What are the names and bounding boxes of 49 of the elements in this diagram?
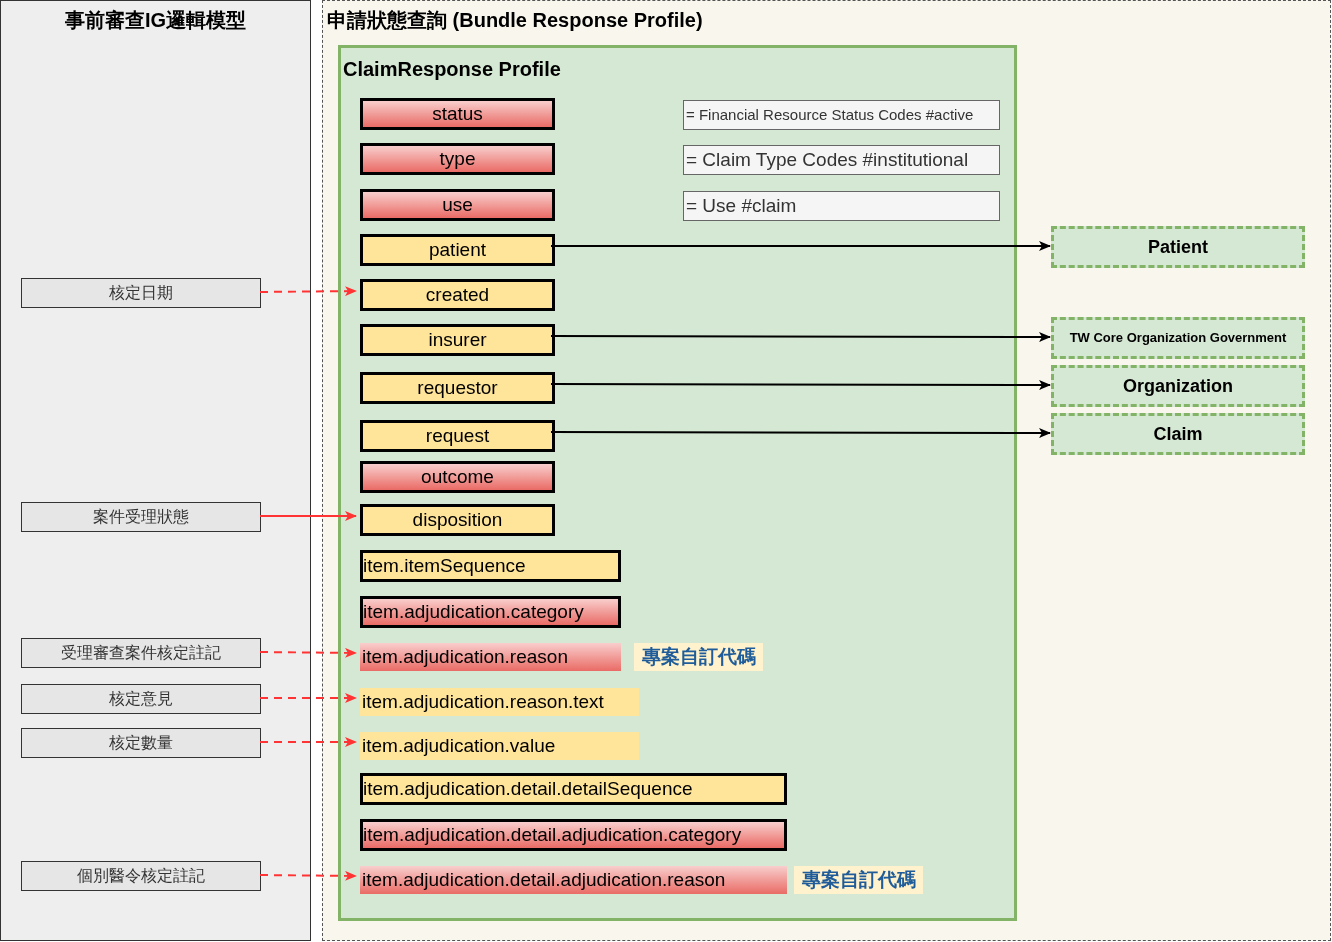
profile-title: ClaimResponse Profile xyxy=(343,57,561,82)
arrow xyxy=(550,428,1051,438)
value-box: = Claim Type Codes #institutional xyxy=(683,145,1000,175)
element-box: item.adjudication.reason xyxy=(360,643,621,671)
element-box: item.adjudication.detail.adjudication.reason xyxy=(360,866,787,894)
reference-box: Patient xyxy=(1051,226,1305,268)
element-box: item.itemSequence xyxy=(360,550,621,582)
panel xyxy=(322,0,1331,941)
arrow xyxy=(259,693,357,703)
mapping-box: 核定意見 xyxy=(21,684,261,714)
mapping-box: 受理審查案件核定註記 xyxy=(21,638,261,668)
element-box: item.adjudication.value xyxy=(360,732,639,760)
element-box: type xyxy=(360,143,555,175)
element-box: insurer xyxy=(360,324,555,356)
reference-box: Organization xyxy=(1051,365,1305,407)
element-box: status xyxy=(360,98,555,130)
arrow xyxy=(550,332,1051,342)
element-box: item.adjudication.category xyxy=(360,596,621,628)
element-box: patient xyxy=(360,234,555,266)
value-box: = Financial Resource Status Codes #active xyxy=(683,100,1000,130)
mapping-box: 核定數量 xyxy=(21,728,261,758)
element-box: requestor xyxy=(360,372,555,404)
reference-box: TW Core Organization Government xyxy=(1051,317,1305,359)
mapping-box: 案件受理狀態 xyxy=(21,502,261,532)
element-box: created xyxy=(360,279,555,311)
value-box: = Use #claim xyxy=(683,191,1000,221)
arrow xyxy=(259,511,357,521)
arrow xyxy=(259,647,357,658)
reference-box: Claim xyxy=(1051,413,1305,455)
element-box: item.adjudication.detail.detailSequence xyxy=(360,773,787,805)
mapping-box: 個別醫令核定註記 xyxy=(21,861,261,891)
arrow xyxy=(259,870,357,881)
arrow xyxy=(550,380,1051,390)
mapping-box: 核定日期 xyxy=(21,278,261,308)
arrow xyxy=(259,286,357,297)
arrow xyxy=(259,737,357,747)
profile-container xyxy=(338,45,1017,921)
element-box: request xyxy=(360,420,555,452)
element-box: item.adjudication.detail.adjudication.category xyxy=(360,819,787,851)
element-box: disposition xyxy=(360,504,555,536)
element-box: use xyxy=(360,189,555,221)
custom-code-tag: 專案自訂代碼 xyxy=(634,643,763,671)
element-box: item.adjudication.reason.text xyxy=(360,688,639,716)
panel-title: 申請狀態查詢 (Bundle Response Profile) xyxy=(327,8,703,33)
panel-title: 事前審查IG邏輯模型 xyxy=(63,8,248,33)
custom-code-tag: 專案自訂代碼 xyxy=(794,866,923,894)
arrow xyxy=(550,241,1051,251)
element-box: outcome xyxy=(360,461,555,493)
panel xyxy=(0,0,311,941)
